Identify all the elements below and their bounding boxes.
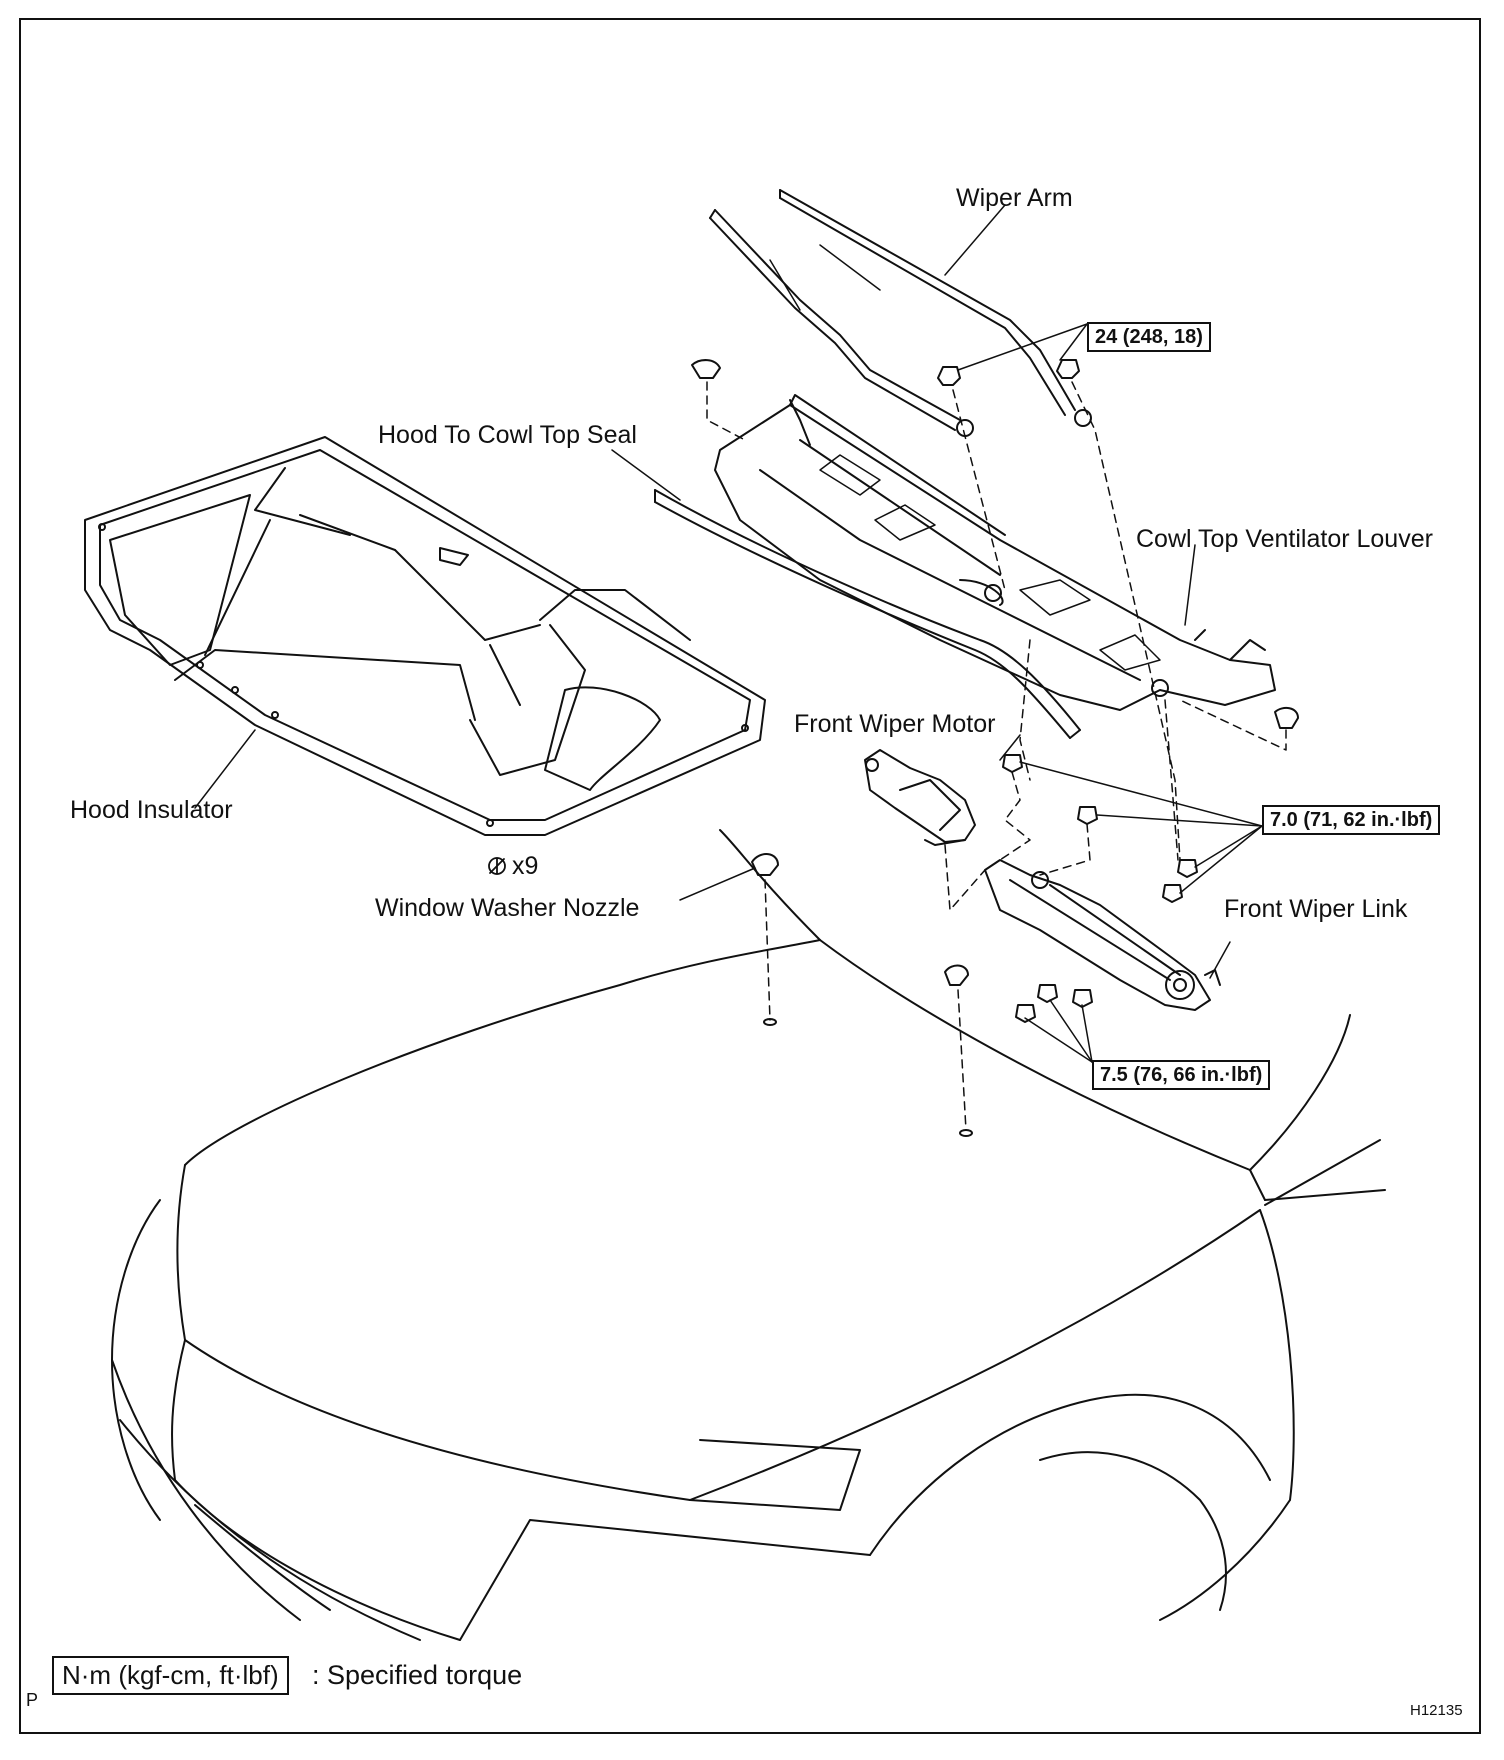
leader-lines (194, 204, 1263, 1063)
diagram-frame (19, 18, 1481, 1734)
hood-insulator-panel (84, 436, 766, 836)
label-front-wiper-link: Front Wiper Link (1224, 895, 1408, 923)
front-wiper-link-drawing (984, 859, 1221, 1011)
wiper-arm-nuts (937, 359, 1080, 386)
corner-mark: P (26, 1690, 39, 1710)
vehicle-hood-outline (111, 829, 1386, 1641)
figure-code: H12135 (1410, 1702, 1463, 1719)
label-front-wiper-motor: Front Wiper Motor (794, 710, 996, 738)
hood-to-cowl-top-seal (654, 489, 1081, 739)
clips-and-nozzles (691, 359, 1299, 1137)
torque-motor-bolts: 7.5 (76, 66 in.·lbf) (1092, 1060, 1271, 1090)
label-cowl-top-ventilator-louver: Cowl Top Ventilator Louver (1136, 525, 1433, 553)
front-wiper-motor-drawing (864, 749, 976, 846)
torque-link-bolts: 7.0 (71, 62 in.·lbf) (1262, 805, 1441, 835)
torque-wiper-arm-nut: 24 (248, 18) (1087, 322, 1211, 352)
cowl-top-ventilator-louver (714, 394, 1276, 711)
legend-torque-unit-box: N·m (kgf-cm, ft·lbf) (52, 1656, 289, 1695)
label-hood-to-cowl-top-seal: Hood To Cowl Top Seal (378, 421, 637, 449)
clip-symbol-icon (488, 857, 506, 875)
label-wiper-arm: Wiper Arm (956, 184, 1073, 212)
legend-specified-torque: : Specified torque (312, 1660, 523, 1690)
label-clip-count: x9 (512, 852, 539, 880)
label-hood-insulator: Hood Insulator (70, 796, 233, 824)
wiper-arms (709, 189, 1092, 437)
label-window-washer-nozzle: Window Washer Nozzle (375, 894, 640, 922)
